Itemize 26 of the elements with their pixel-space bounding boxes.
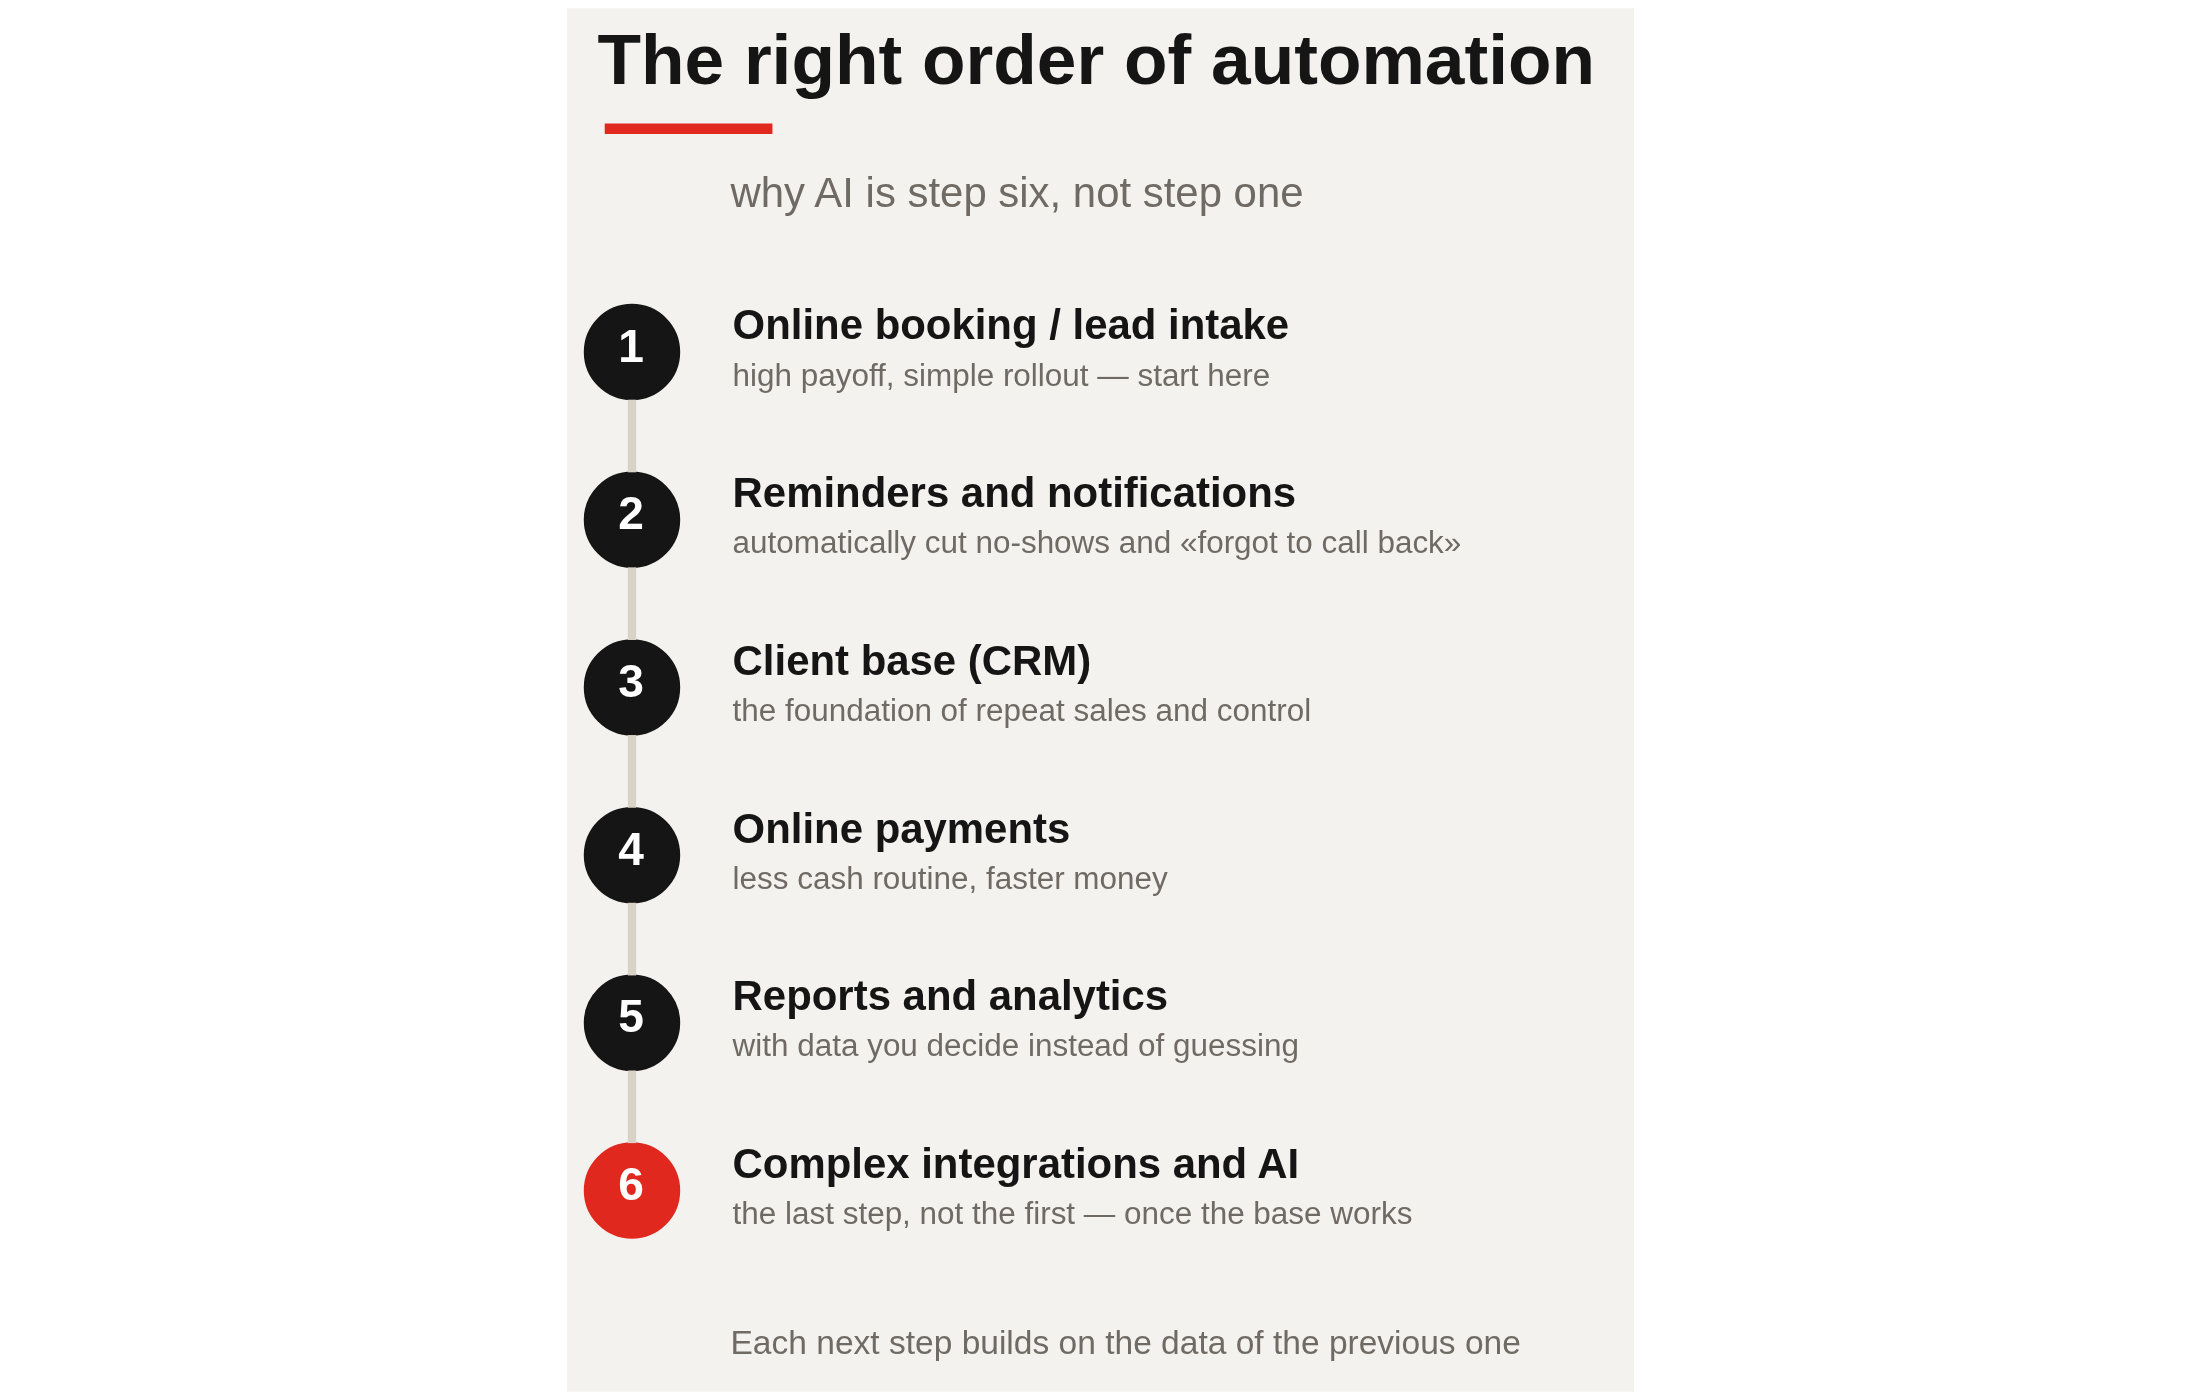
node-circle: 5 [583,974,680,1072]
node-label: Online booking / lead intake [732,301,1289,349]
label: why AI is step six, not step one [730,169,1304,217]
connector [627,399,636,473]
node-label: less cash routine, faster money [732,860,1168,896]
node-circle: 3 [583,639,680,736]
node-label: Online payments [732,804,1070,852]
node-label: the foundation of repeat sales and control [732,692,1311,728]
node-label: Client base (CRM) [732,636,1091,684]
node-circle: 1 [583,303,680,401]
node-circle: 4 [583,806,680,904]
node-label: Complex integrations and AI [732,1139,1299,1187]
connector [627,567,636,641]
node-label: with data you decide instead of guessing [732,1028,1299,1064]
caption: Each next step builds on the data of the previous one [730,1323,1521,1361]
node-label: automatically cut no-shows and «forgot to call back» [732,525,1461,561]
connector [627,735,636,808]
connector [627,1070,636,1144]
node-label: Reminders and notifications [732,469,1296,517]
node-circle: 2 [583,471,680,568]
node-label: high payoff, simple rollout — start here [732,357,1270,393]
node-circle: 6 [583,1142,680,1239]
connector [627,902,636,976]
node-label: the last step, not the first — once the base works [732,1196,1412,1232]
node-label: Reports and analytics [732,972,1168,1020]
diagram-title: The right order of automation [596,19,1595,100]
